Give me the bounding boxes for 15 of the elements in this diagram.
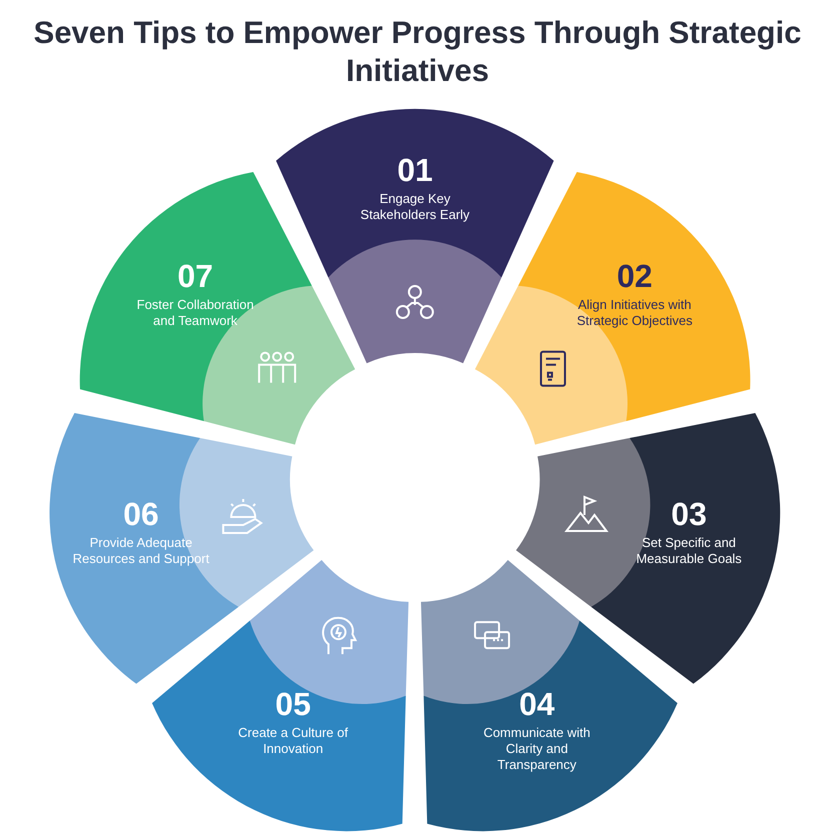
- step-number: 03: [670, 496, 708, 530]
- step-number: 05: [274, 687, 312, 722]
- step-number: 07: [176, 258, 214, 293]
- step-text: Foster Collaboration and Teamwork: [136, 296, 255, 329]
- step-number: 02: [616, 258, 654, 293]
- step-text: Create a Culture of Innovation: [237, 725, 349, 758]
- step-text: Engage Key Stakeholders Early: [359, 191, 471, 223]
- step-number: 01: [396, 153, 434, 187]
- step-number: 04: [518, 687, 556, 722]
- step-text: Provide Adequate Resources and Support: [72, 534, 210, 566]
- step-text: Set Specific and Measurable Goals: [635, 534, 743, 566]
- step-number: 06: [122, 496, 160, 530]
- step-text: Communicate with Clarity and Transparency: [482, 725, 592, 774]
- step-text: Align Initiatives with Strategic Objectives: [576, 296, 694, 329]
- title: Seven Tips to Empower Progress Through Strategic Initiatives: [32, 14, 802, 90]
